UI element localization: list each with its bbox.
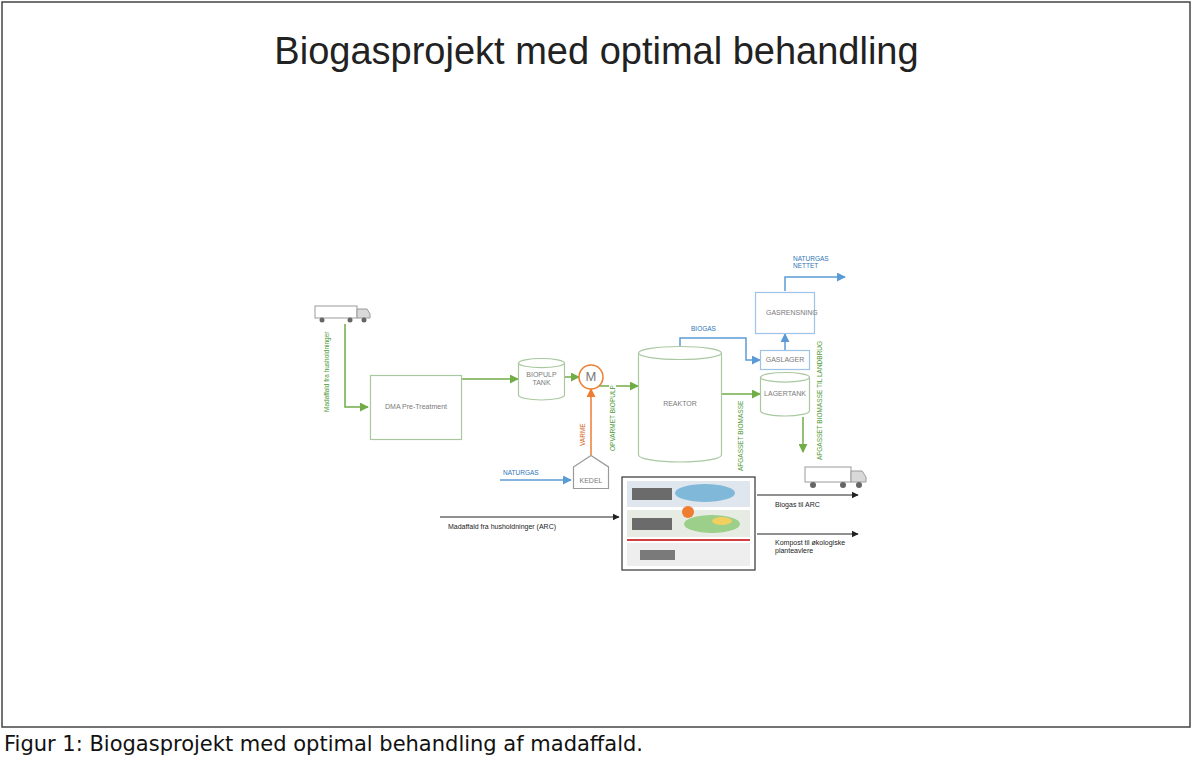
process-box: DMA Pre-Treatment — [370, 375, 462, 440]
truck-cab — [357, 309, 370, 318]
box-outline — [761, 351, 810, 370]
truck-cab — [851, 471, 866, 482]
digestate-line — [802, 417, 804, 452]
flow-connector — [722, 393, 760, 395]
output-arrow — [757, 533, 858, 534]
truck-wheel — [362, 318, 367, 323]
output-label: Kompost til økologiske planteavlere — [775, 539, 871, 555]
panel-frame — [622, 477, 755, 570]
gas-storage-box: GASLAGER — [760, 350, 810, 370]
output-label: Biogas til ARC — [775, 501, 820, 509]
photo — [627, 481, 750, 507]
truck-icon — [315, 306, 370, 323]
digestate-label: AFGASSET BIOMASSE TIL LANDBRUG — [816, 341, 823, 460]
flow-label: OPVARMET BIOPULP — [609, 384, 616, 452]
circle-outline — [579, 365, 603, 389]
orange-dot — [682, 506, 694, 518]
diagram-title: Biogasprojekt med optimal behandling — [0, 30, 1193, 74]
truck-body — [315, 306, 357, 318]
photo-panel — [622, 477, 755, 570]
figure-frame — [2, 2, 1190, 727]
truck-wheel — [856, 482, 862, 488]
flow-label: AFGASSET BIOMASSE — [737, 400, 744, 472]
gas-label: NATURGAS — [503, 469, 539, 476]
house-outline — [574, 456, 609, 489]
mixer-circle: M — [578, 364, 604, 390]
photo-detail — [632, 518, 672, 530]
input-label: Madaffald fra husholdninger (ARC) — [448, 523, 556, 531]
node-label: DMA Pre-Treatment — [385, 403, 447, 411]
node-label: REAKTOR — [663, 400, 697, 408]
truck-body — [805, 467, 851, 482]
box-outline — [756, 293, 815, 334]
flow-connector — [590, 389, 592, 455]
cylinder-body — [639, 353, 722, 462]
flow-connector — [599, 385, 638, 387]
photo-detail — [712, 517, 732, 525]
photo-detail — [640, 550, 675, 560]
gas-cleaning-box: GASRENSNING — [755, 292, 815, 334]
storage-tank: LAGERTANK — [760, 372, 810, 416]
truck-wheel — [810, 482, 816, 488]
cylinder-top — [639, 347, 722, 360]
cylinder-body — [761, 377, 810, 416]
boiler-house: KEDEL — [573, 455, 609, 489]
photo-detail — [684, 515, 740, 533]
input-label: Madaffald fra husholdninger — [323, 332, 330, 412]
flow-label: BIOGAS — [690, 325, 717, 332]
grid-label: NATURGAS NETTET — [793, 255, 841, 270]
cylinder-top — [761, 373, 810, 383]
gas-grid-line — [785, 277, 845, 291]
box-outline — [371, 376, 462, 440]
input-arrow — [440, 516, 619, 517]
node-label: M — [586, 370, 597, 385]
node-label: BIOPULP TANK — [522, 371, 561, 387]
gas-supply-line — [500, 479, 571, 481]
truck-wheel — [840, 482, 846, 488]
truck-wheel — [320, 318, 325, 323]
flow-connector — [462, 378, 518, 380]
separator-line — [627, 539, 750, 541]
flow-connector — [565, 376, 579, 378]
reactor-cylinder: REAKTOR — [638, 346, 722, 462]
photo-detail — [675, 484, 735, 502]
node-label: GASRENSNING — [766, 309, 804, 317]
photo — [627, 543, 750, 566]
output-arrow — [757, 494, 858, 495]
flow-connector — [784, 334, 786, 350]
truck-wheel — [348, 318, 353, 323]
figure-caption: Figur 1: Biogasprojekt med optimal behan… — [4, 732, 643, 756]
node-label: GASLAGER — [766, 356, 805, 364]
cylinder-top — [519, 359, 565, 368]
tank-cylinder: BIOPULP TANK — [518, 358, 565, 400]
flow-label: VARME — [579, 422, 586, 447]
cylinder-body — [519, 363, 565, 400]
node-label: LAGERTANK — [764, 390, 806, 398]
feed-line — [345, 324, 368, 407]
node-label: KEDEL — [580, 477, 603, 485]
truck-icon — [805, 467, 866, 488]
photo-detail — [632, 488, 672, 500]
